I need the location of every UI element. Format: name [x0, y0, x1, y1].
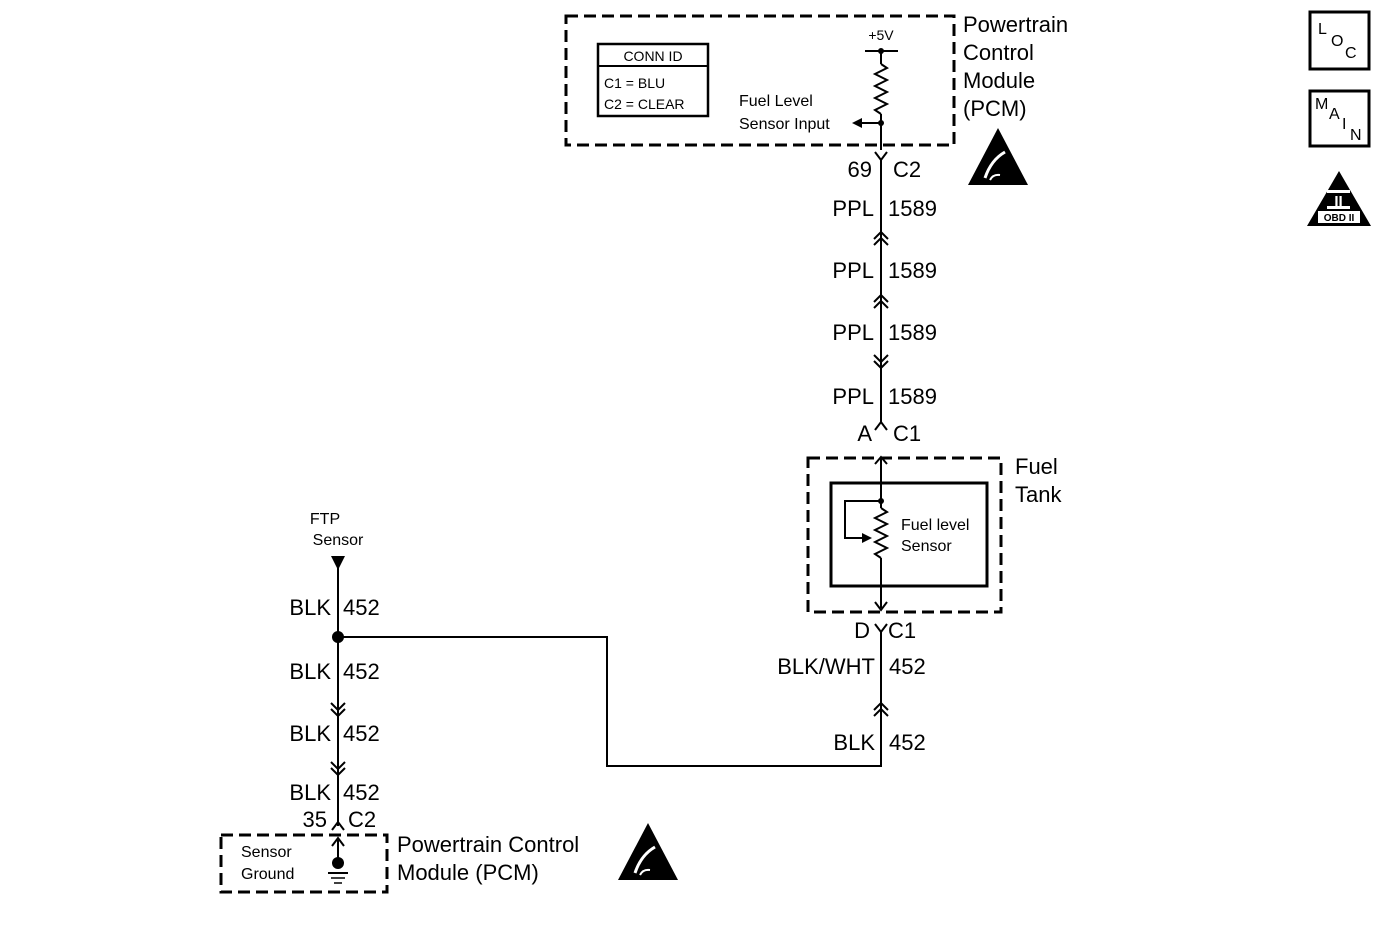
ftp-sensor-label-line-2: Sensor	[313, 532, 364, 549]
fuel-tank-top-connector-label: C1	[893, 421, 921, 446]
loc-letter: C	[1345, 45, 1357, 62]
pcm-top-module: CONN ID C1 = BLU C2 = CLEAR +5V Fuel Lev…	[564, 12, 1068, 185]
loc-letter: L	[1318, 21, 1327, 38]
connector-35-c2: 35 C2	[303, 807, 377, 832]
obd-ii-icon[interactable]: II OBD II	[1307, 171, 1371, 226]
conn-id-line-1: C1 = BLU	[604, 75, 665, 91]
fuel-level-sensor-label-line-1: Fuel level	[901, 517, 969, 534]
wire-circuit-label: 452	[343, 659, 380, 684]
main-letter: A	[1329, 106, 1340, 123]
inline-connector-2-icon	[873, 293, 889, 303]
main-letter: N	[1350, 127, 1362, 144]
pcm-top-title-line-1: Powertrain	[963, 12, 1068, 37]
pcm-top-title-line-2: Control	[963, 40, 1034, 65]
fuel-level-sensor-box	[829, 481, 989, 588]
obd-label: OBD II	[1324, 213, 1355, 224]
ftp-sensor-label-line-1: FTP	[310, 511, 340, 528]
pcm-top-pin-label: 69	[848, 157, 872, 182]
pcm-bottom-module: Sensor Ground Powertrain Control Module …	[219, 823, 678, 894]
wiper-arrow-icon	[862, 533, 872, 543]
wire-circuit-label: 1589	[888, 196, 937, 221]
inline-connector-1-icon	[873, 230, 889, 240]
supply-5v-label: +5V	[868, 27, 894, 43]
pull-up-resistor-icon	[872, 63, 890, 115]
pcm-bottom-title-line-2: Module (PCM)	[397, 860, 539, 885]
wire-color-label: PPL	[832, 258, 874, 283]
pcm-top-dashed-border	[564, 14, 956, 147]
wire-circuit-label: 1589	[888, 258, 937, 283]
input-arrow-icon	[852, 118, 862, 128]
inline-connector-4-icon	[873, 701, 889, 711]
upper-wire-labels: PPL 1589 PPL 1589 PPL 1589 PPL 1589	[832, 196, 937, 409]
fuel-level-input-label-line-1: Fuel Level	[739, 93, 813, 110]
fuel-tank-title-line-1: Fuel	[1015, 454, 1058, 479]
pcm-bottom-connector-label: C2	[348, 807, 376, 832]
sensor-ground-label-line-2: Ground	[241, 866, 294, 883]
obd-numeral: II	[1334, 193, 1342, 210]
fuel-tank-top-pin-label: A	[857, 421, 872, 446]
main-icon[interactable]: M A I N	[1308, 89, 1371, 148]
wire-color-label: BLK	[289, 595, 331, 620]
wire-color-label: PPL	[832, 384, 874, 409]
wire-color-label: BLK/WHT	[777, 654, 875, 679]
wire-circuit-label: 1589	[888, 320, 937, 345]
fuel-level-sensor-resistor-icon	[872, 507, 890, 559]
fuel-tank-dashed-border	[806, 456, 1003, 614]
wire-circuit-label: 452	[889, 654, 926, 679]
fuel-tank-module: Fuel level Sensor Fuel Tank	[806, 454, 1062, 614]
wire-circuit-label: 452	[343, 780, 380, 805]
wire-color-label: BLK	[289, 780, 331, 805]
inline-connector-3-icon	[873, 354, 889, 364]
loc-icon[interactable]: L O C	[1308, 10, 1371, 71]
pcm-bottom-dashed-border	[219, 833, 389, 894]
wire-circuit-label: 452	[343, 721, 380, 746]
wire-color-label: BLK	[289, 659, 331, 684]
fuel-level-input-label-line-2: Sensor Input	[739, 116, 830, 133]
wire-circuit-label: 1589	[888, 384, 937, 409]
loc-letter: O	[1331, 33, 1343, 50]
wire-color-label: PPL	[832, 320, 874, 345]
sensor-ground-node	[332, 857, 344, 869]
pcm-bottom-title-line-1: Powertrain Control	[397, 832, 579, 857]
wire-circuit-label: 452	[889, 730, 926, 755]
inline-connector-5-icon	[330, 702, 346, 712]
wire-color-label: PPL	[832, 196, 874, 221]
upper-wire-run	[873, 160, 889, 422]
wire-circuit-label: 452	[343, 595, 380, 620]
conn-id-header: CONN ID	[623, 48, 682, 64]
connector-69-c2: 69 C2	[848, 151, 921, 182]
fuel-tank-bottom-pin-label: D	[854, 618, 870, 643]
ftp-sensor-run: FTP Sensor BLK 452 BLK 452 BLK 452 BLK 4…	[289, 511, 380, 826]
pcm-top-title-line-4: (PCM)	[963, 96, 1027, 121]
esd-warning-icon	[968, 128, 1028, 185]
sensor-ground-label-line-1: Sensor	[241, 844, 292, 861]
fuel-tank-bottom-connector-label: C1	[888, 618, 916, 643]
connector-d-c1: D C1	[854, 618, 916, 643]
main-letter: I	[1342, 116, 1346, 133]
pcm-top-title-line-3: Module	[963, 68, 1035, 93]
inline-connector-6-icon	[330, 761, 346, 771]
main-letter: M	[1315, 96, 1328, 113]
splice-node	[332, 631, 344, 643]
conn-id-box: CONN ID C1 = BLU C2 = CLEAR	[596, 42, 710, 118]
fuel-tank-title-line-2: Tank	[1015, 482, 1062, 507]
tank-ground-wire: BLK/WHT 452 BLK 452	[338, 632, 926, 767]
fuel-level-sensor-label-line-2: Sensor	[901, 538, 952, 555]
ground-symbol-icon	[328, 872, 348, 884]
esd-warning-icon	[618, 823, 678, 880]
connector-a-c1: A C1	[857, 420, 921, 500]
wire-color-label: BLK	[833, 730, 875, 755]
conn-id-line-2: C2 = CLEAR	[604, 96, 685, 112]
pcm-top-connector-label: C2	[893, 157, 921, 182]
pcm-bottom-pin-label: 35	[303, 807, 327, 832]
wire-color-label: BLK	[289, 721, 331, 746]
